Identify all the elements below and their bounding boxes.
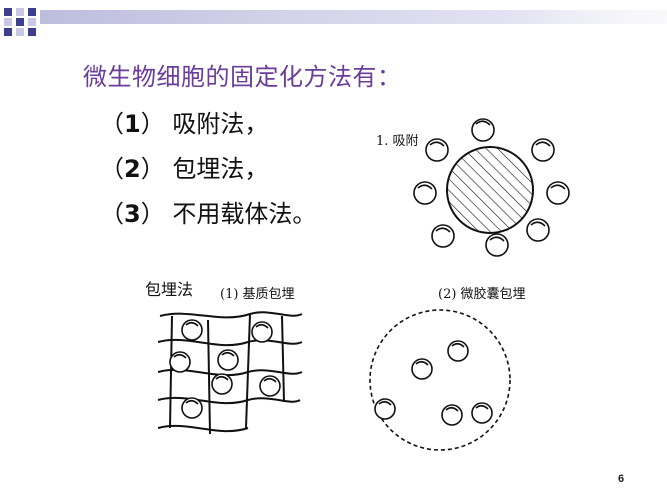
adsorption-diagram xyxy=(413,118,570,257)
list-item: （1） 吸附法， xyxy=(100,110,269,138)
microcapsule-diagram xyxy=(369,309,511,451)
microcapsule-caption: (2) 微胶囊包埋 xyxy=(438,287,526,302)
slide-title: 微生物细胞的固定化方法有： xyxy=(83,63,402,91)
matrix-embedding-diagram xyxy=(157,311,303,435)
adsorption-caption: 1. 吸附 xyxy=(376,134,419,149)
item-text: 吸附法， xyxy=(172,110,269,138)
item-text: 不用载体法。 xyxy=(172,200,317,228)
item-number: 1 xyxy=(124,110,141,138)
checker-decoration xyxy=(4,8,667,36)
embedding-caption: 包埋法 xyxy=(145,280,194,299)
list-item: （2） 包埋法， xyxy=(100,155,269,183)
matrix-embedding-caption: (1) 基质包埋 xyxy=(220,287,295,302)
item-number: 3 xyxy=(124,200,141,228)
item-text: 包埋法， xyxy=(172,155,269,183)
list-item: （3） 不用载体法。 xyxy=(100,200,317,228)
page-number: 6 xyxy=(618,473,625,485)
item-number: 2 xyxy=(124,155,141,183)
